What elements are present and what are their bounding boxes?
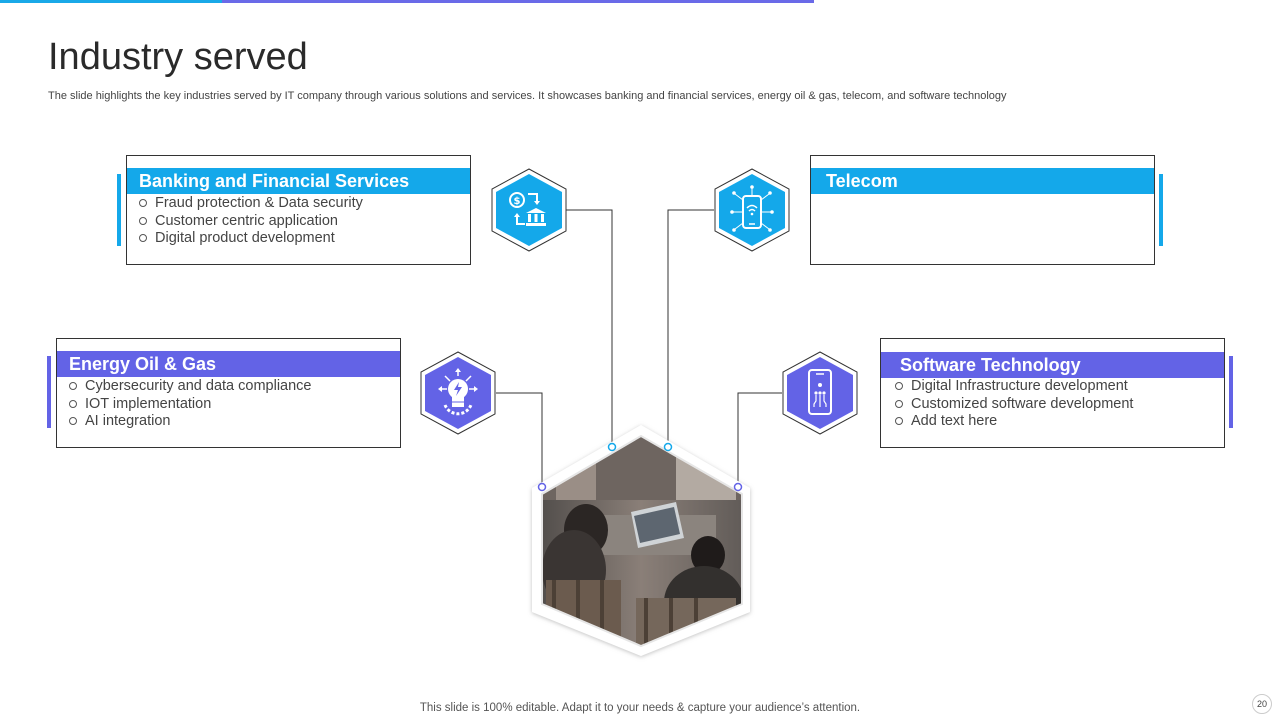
top-accent-bar-blue [0, 0, 222, 3]
money-bank-exchange-icon: $ [491, 168, 567, 252]
page-number: 20 [1252, 694, 1272, 714]
list-item: Digital product development [139, 230, 464, 248]
card-banking-list: Fraud protection & Data security Custome… [139, 195, 464, 248]
card-software-list: Digital Infrastructure development Custo… [895, 378, 1218, 431]
card-telecom-title: Telecom [811, 168, 1154, 194]
list-item: Fraud protection & Data security [139, 195, 464, 213]
card-banking-title: Banking and Financial Services [127, 168, 470, 194]
card-banking: Banking and Financial Services Fraud pro… [126, 155, 471, 265]
card-software: Software Technology Digital Infrastructu… [880, 338, 1225, 448]
smartphone-wifi-icon [714, 168, 790, 252]
footer-note: This slide is 100% editable. Adapt it to… [419, 702, 861, 714]
page-title: Industry served [48, 36, 308, 78]
list-item: Customized software development [895, 396, 1218, 414]
card-energy: Energy Oil & Gas Cybersecurity and data … [56, 338, 401, 448]
card-software-title: Software Technology [881, 352, 1224, 378]
list-item: Cybersecurity and data compliance [69, 378, 394, 396]
list-item: Add text here [895, 413, 1218, 431]
page-subtitle: The slide highlights the key industries … [48, 90, 1007, 102]
telecom-accent-bar [1159, 174, 1163, 246]
team-working-photo [532, 425, 750, 656]
card-telecom: Telecom [810, 155, 1155, 265]
card-energy-title: Energy Oil & Gas [57, 351, 400, 377]
list-item: Digital Infrastructure development [895, 378, 1218, 396]
card-energy-list: Cybersecurity and data compliance IOT im… [69, 378, 394, 431]
software-accent-bar [1229, 356, 1233, 428]
lightbulb-gear-icon [420, 351, 496, 435]
banking-accent-bar [117, 174, 121, 246]
list-item: Customer centric application [139, 213, 464, 231]
energy-accent-bar [47, 356, 51, 428]
svg-text:$: $ [514, 196, 521, 207]
top-accent-bar-purple [222, 0, 814, 3]
list-item: IOT implementation [69, 396, 394, 414]
mobile-circuit-icon [782, 351, 858, 435]
list-item: AI integration [69, 413, 394, 431]
